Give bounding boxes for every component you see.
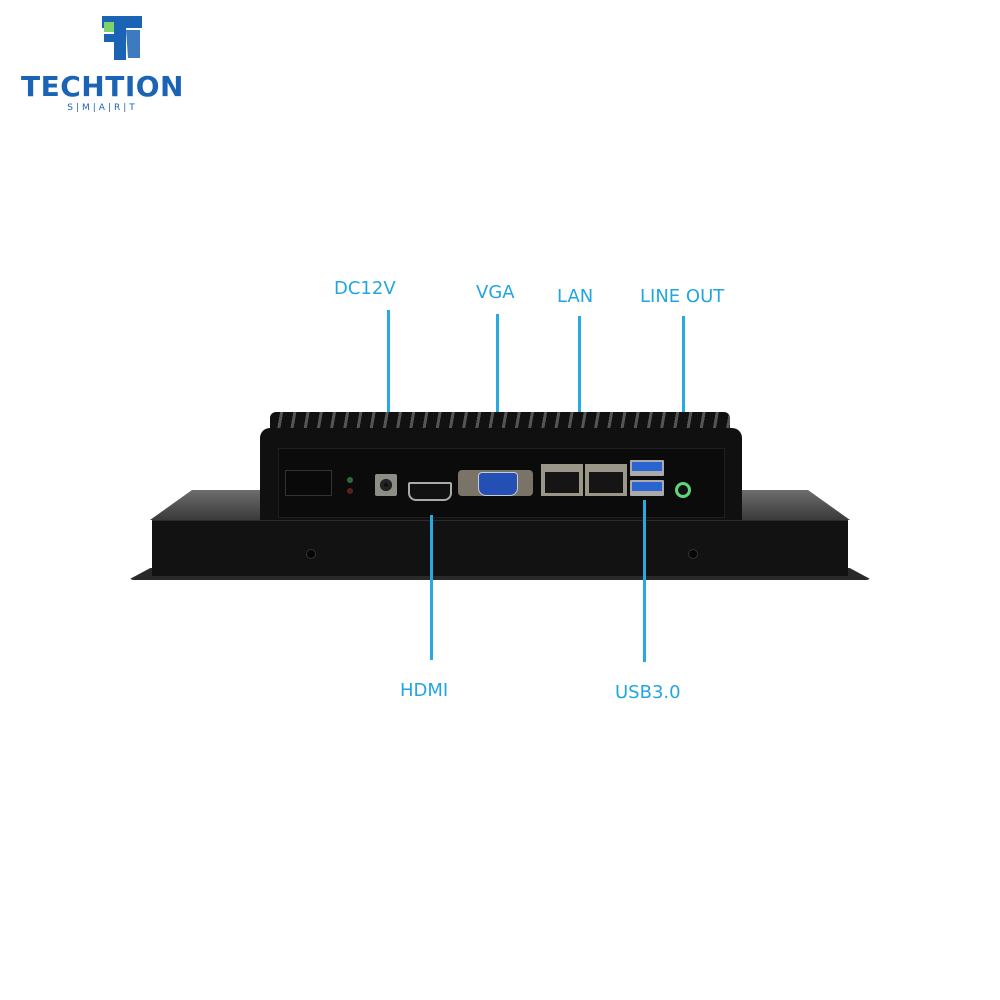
callout-dc12v: DC12V xyxy=(334,278,396,299)
callout-line-usb3 xyxy=(643,500,646,662)
callout-vga: VGA xyxy=(476,282,515,303)
panel-pc-front xyxy=(152,520,848,576)
brand-logo: TECHTION S|M|A|R|T xyxy=(20,10,185,113)
callout-line-hdmi xyxy=(430,515,433,660)
expansion-slot xyxy=(285,470,332,496)
green-led-icon xyxy=(347,477,353,483)
callout-lan: LAN xyxy=(557,286,594,307)
callout-line-lan xyxy=(578,316,581,450)
callout-usb3: USB3.0 xyxy=(615,682,681,703)
screw-icon xyxy=(306,549,316,559)
techtion-logo-icon xyxy=(102,16,142,60)
brand-name: TECHTION xyxy=(21,70,184,103)
usb3-port-2 xyxy=(630,480,664,496)
red-led-icon xyxy=(347,488,353,494)
screw-icon xyxy=(688,549,698,559)
callout-line-out: LINE OUT xyxy=(640,286,725,307)
callout-line-vga xyxy=(496,314,499,456)
usb3-port-1 xyxy=(630,460,664,476)
lan-port-1 xyxy=(541,464,583,496)
vga-port xyxy=(478,472,518,496)
callout-hdmi: HDMI xyxy=(400,680,449,701)
callout-line-line-out xyxy=(682,316,685,460)
line-out-jack xyxy=(675,482,691,498)
hdmi-port xyxy=(408,482,452,501)
dc-power-jack xyxy=(375,474,397,496)
callout-line-dc12v xyxy=(387,310,390,452)
lan-port-2 xyxy=(585,464,627,496)
brand-tagline: S|M|A|R|T xyxy=(67,103,138,113)
